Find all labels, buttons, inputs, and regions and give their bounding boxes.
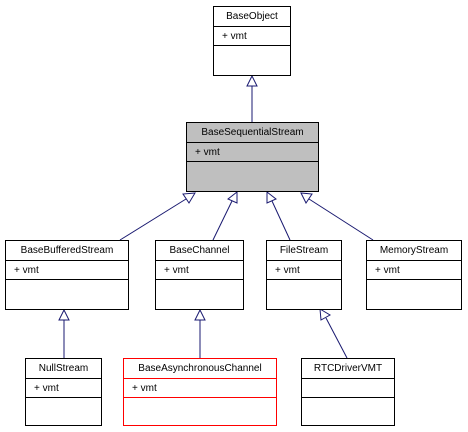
class-attribute: + vmt <box>156 261 243 280</box>
class-attribute: + vmt <box>367 261 461 280</box>
class-operations <box>302 398 394 417</box>
class-operations <box>6 280 128 299</box>
arrowhead-filestream <box>319 308 331 321</box>
class-operations <box>156 280 243 299</box>
class-attribute: + vmt <box>6 261 128 280</box>
class-box-base-buffered-stream[interactable]: BaseBufferedStream + vmt <box>5 240 129 310</box>
class-box-null-stream[interactable]: NullStream + vmt <box>25 358 102 426</box>
class-operations <box>187 162 318 181</box>
edge-buffered-to-seqstream <box>119 198 187 241</box>
class-box-base-asynchronous-channel[interactable]: BaseAsynchronousChannel + vmt <box>123 358 277 426</box>
class-attribute: + vmt <box>187 143 318 162</box>
class-name: RTCDriverVMT <box>302 359 394 379</box>
arrowhead-seq-1 <box>182 192 196 204</box>
class-name: BaseSequentialStream <box>187 123 318 143</box>
class-box-memory-stream[interactable]: MemoryStream + vmt <box>366 240 462 310</box>
class-attribute: + vmt <box>124 379 276 398</box>
arrowhead-seq-2 <box>227 190 238 204</box>
arrowhead-channel <box>194 308 206 321</box>
class-attribute: + vmt <box>26 379 101 398</box>
arrowhead-seq-4 <box>300 192 313 204</box>
class-attribute: + vmt <box>267 261 341 280</box>
class-operations <box>26 398 101 417</box>
edge-rtcdriver-to-filestream <box>325 317 348 359</box>
arrowhead-seq-3 <box>266 190 277 204</box>
class-name: BaseChannel <box>156 241 243 261</box>
arrowhead-buffered <box>58 308 70 321</box>
class-name: FileStream <box>267 241 341 261</box>
edge-memorystream-to-seqstream <box>308 198 374 241</box>
class-operations <box>367 280 461 299</box>
class-name: BaseBufferedStream <box>6 241 128 261</box>
class-box-base-object[interactable]: BaseObject + vmt <box>213 6 291 76</box>
class-box-file-stream[interactable]: FileStream + vmt <box>266 240 342 310</box>
class-attribute: + vmt <box>214 27 290 46</box>
class-box-rtc-driver-vmt[interactable]: RTCDriverVMT <box>301 358 395 426</box>
edge-channel-to-seqstream <box>212 200 233 241</box>
class-box-base-channel[interactable]: BaseChannel + vmt <box>155 240 244 310</box>
arrowhead-baseobject <box>246 74 258 87</box>
class-operations <box>267 280 341 299</box>
class-name: MemoryStream <box>367 241 461 261</box>
class-operations <box>214 46 290 65</box>
class-name: BaseObject <box>214 7 290 27</box>
class-name: NullStream <box>26 359 101 379</box>
edge-filestream-to-seqstream <box>271 200 291 241</box>
class-name: BaseAsynchronousChannel <box>124 359 276 379</box>
class-attribute <box>302 379 394 398</box>
class-box-base-sequential-stream[interactable]: BaseSequentialStream + vmt <box>186 122 319 192</box>
class-operations <box>124 398 276 417</box>
